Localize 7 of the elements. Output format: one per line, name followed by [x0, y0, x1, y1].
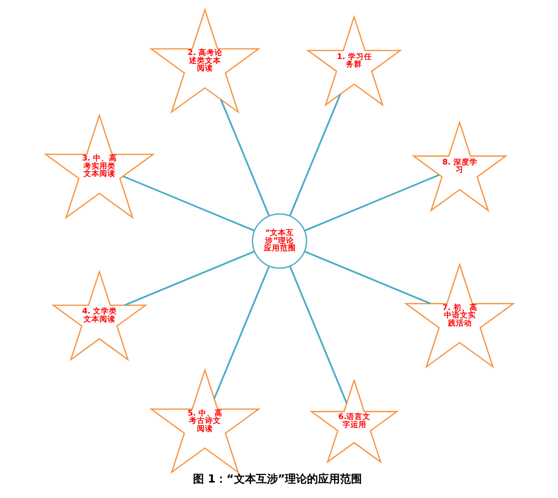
connector: [288, 94, 341, 216]
connector: [124, 250, 254, 306]
connector: [304, 250, 430, 304]
connector: [220, 99, 270, 216]
caption: 图 1：“文本互涉”理论的应用范围: [192, 472, 362, 486]
connector: [288, 266, 347, 404]
connector: [212, 266, 270, 399]
